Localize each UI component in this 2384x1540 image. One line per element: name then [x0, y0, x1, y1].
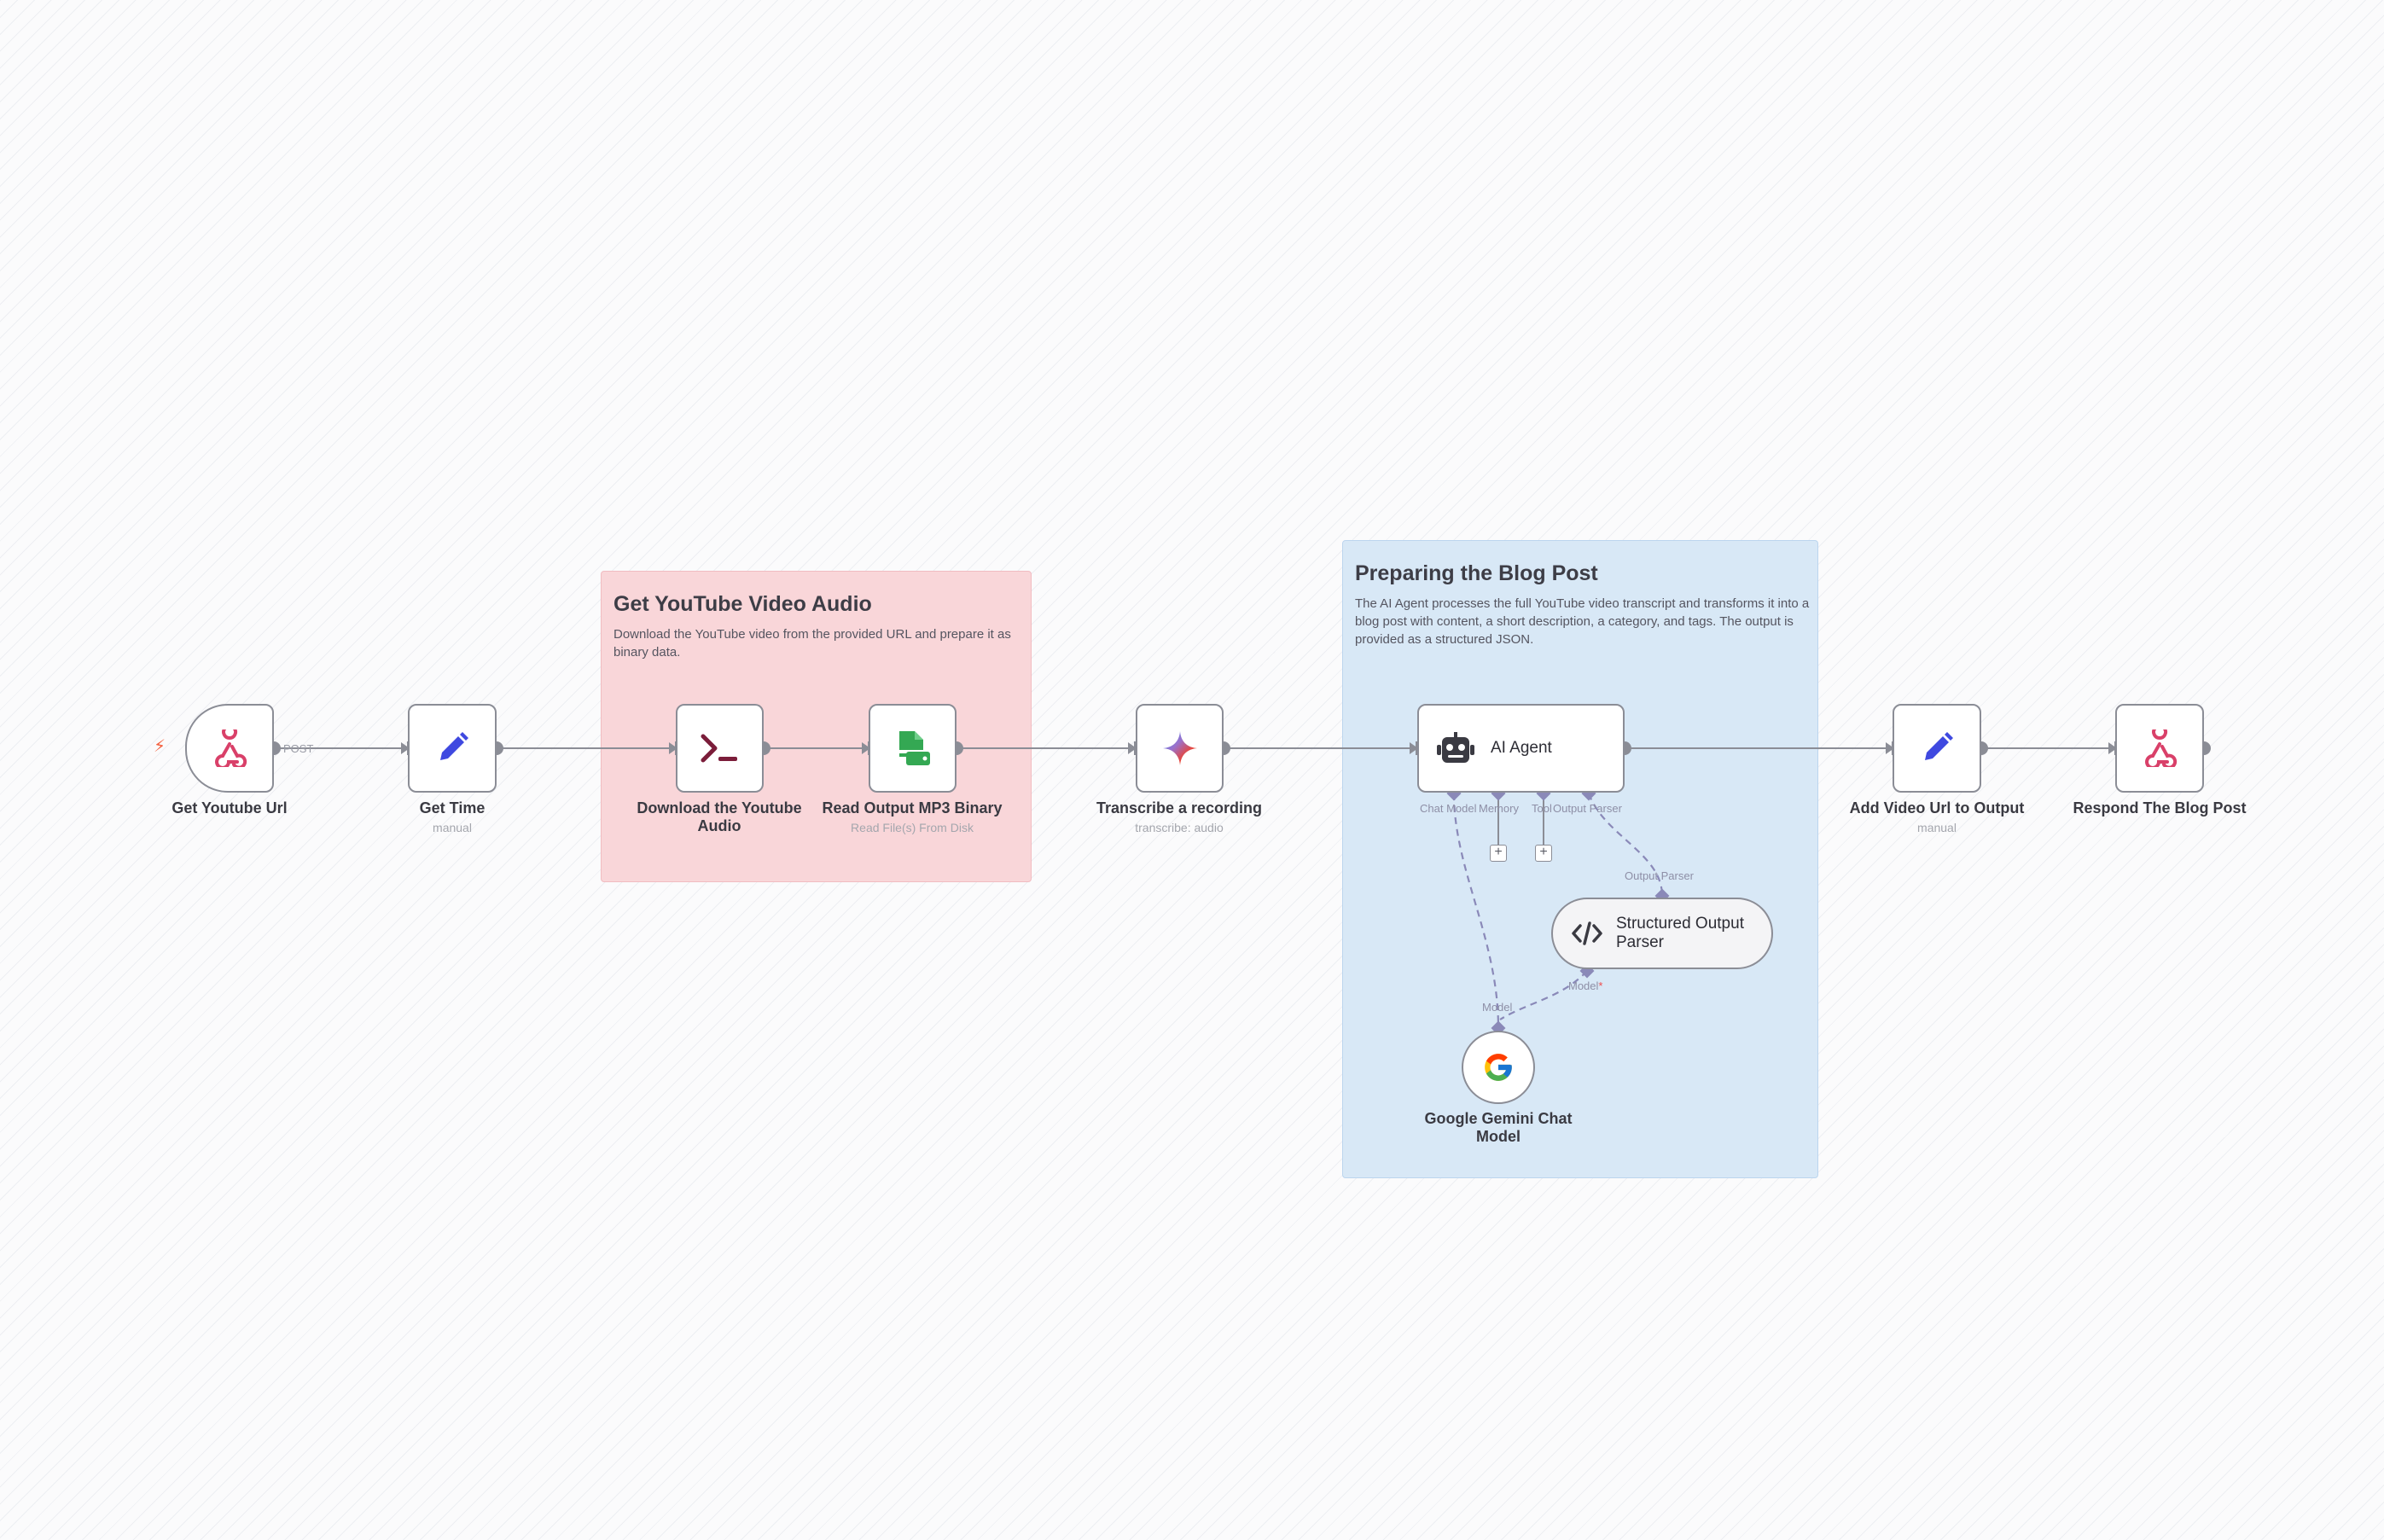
port-label-model-input: Model [1482, 1001, 1513, 1014]
port-label-model-text: Model [1568, 979, 1599, 992]
sticky-note-blog[interactable]: Preparing the Blog Post The AI Agent pro… [1342, 540, 1818, 1178]
webhook-icon [215, 729, 247, 767]
node-structured-output-parser[interactable]: Structured Output Parser [1551, 898, 1773, 969]
port-label-output-parser: Output Parser [1553, 802, 1622, 815]
pencil-icon [440, 732, 468, 760]
node-transcribe-recording[interactable] [1136, 704, 1224, 793]
required-mark: * [1598, 979, 1603, 992]
sticky-description: Download the YouTube video from the prov… [613, 627, 1011, 660]
add-tool-button[interactable]: + [1535, 845, 1552, 862]
node-subtitle: manual [433, 821, 472, 834]
node-label: Google Gemini Chat Model [1424, 1110, 1573, 1145]
node-ai-agent[interactable]: AI Agent [1417, 704, 1625, 793]
node-label: AI Agent [1491, 739, 1552, 757]
sticky-description: The AI Agent processes the full YouTube … [1355, 596, 1810, 647]
node-respond-blog-post[interactable] [2115, 704, 2204, 793]
edge-label-post: POST [283, 742, 313, 755]
node-read-output-mp3-binary[interactable] [869, 704, 957, 793]
node-subtitle: manual [1917, 821, 1957, 834]
port-label-model: Model* [1568, 979, 1602, 992]
node-label: Add Video Url to Output [1849, 799, 2025, 816]
file-icon [898, 731, 930, 765]
node-label: Respond The Blog Post [2073, 799, 2247, 816]
add-memory-button[interactable]: + [1490, 845, 1507, 862]
webhook-icon [2145, 729, 2178, 767]
port-label-tool: Tool [1532, 802, 1552, 815]
node-google-gemini-chat-model[interactable] [1462, 1031, 1535, 1104]
port-label-output-parser-input: Output Parser [1625, 869, 1694, 882]
node-get-youtube-url[interactable] [185, 704, 274, 793]
node-label: Transcribe a recording [1096, 799, 1263, 816]
gemini-icon [1162, 731, 1197, 765]
node-add-video-url[interactable] [1893, 704, 1981, 793]
sticky-title: Preparing the Blog Post [1355, 561, 1598, 585]
pencil-icon [1925, 732, 1953, 760]
node-get-time[interactable] [408, 704, 497, 793]
node-download-youtube-audio[interactable] [676, 704, 764, 793]
port-label-memory: Memory [1479, 802, 1519, 815]
code-icon [1572, 921, 1602, 945]
terminal-icon [701, 734, 737, 763]
google-icon [1485, 1054, 1512, 1081]
node-label: Get Youtube Url [172, 799, 288, 816]
node-label: Structured Output Parser [1616, 915, 1744, 951]
node-label: Get Time [419, 799, 486, 816]
node-subtitle: Read File(s) From Disk [851, 821, 974, 834]
node-subtitle: transcribe: audio [1135, 821, 1224, 834]
robot-icon [1437, 732, 1474, 763]
node-label: Read Output MP3 Binary [822, 799, 1003, 816]
sticky-title: Get YouTube Video Audio [613, 592, 872, 616]
port-label-chat-model: Chat Model [1420, 802, 1477, 815]
trigger-bolt-icon: ⚡ [154, 737, 166, 756]
sticky-note-audio[interactable]: Get YouTube Video Audio Download the You… [601, 571, 1032, 882]
node-label: Download the Youtube Audio [637, 799, 802, 834]
